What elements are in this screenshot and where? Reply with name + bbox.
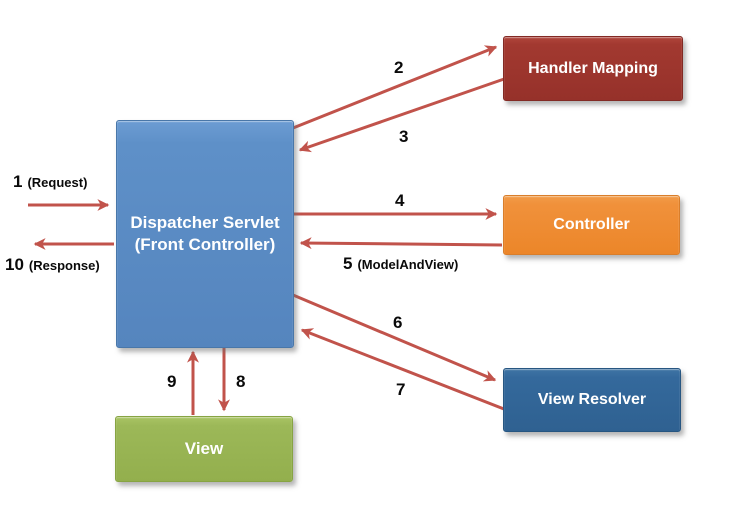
node-view: View — [115, 416, 293, 482]
label-step1-request: 1 (Request) — [13, 172, 87, 192]
node-controller: Controller — [503, 195, 680, 255]
label-step7: 7 — [396, 380, 405, 400]
label-step9: 9 — [167, 372, 176, 392]
label-step4: 4 — [395, 191, 404, 211]
label-step6: 6 — [393, 313, 402, 333]
label-step2: 2 — [394, 58, 403, 78]
label-step10-response: 10 (Response) — [5, 255, 100, 275]
step5-number: 5 — [343, 254, 353, 273]
label-step3: 3 — [399, 127, 408, 147]
step3-number: 3 — [399, 127, 409, 146]
step5-note: (ModelAndView) — [357, 257, 459, 272]
label-step8: 8 — [236, 372, 245, 392]
node-view-resolver: View Resolver — [503, 368, 681, 432]
label-step5-modelandview: 5 (ModelAndView) — [343, 254, 458, 274]
step9-number: 9 — [167, 372, 177, 391]
arrow-step7-from-view-resolver — [300, 328, 510, 413]
controller-label: Controller — [553, 216, 630, 233]
step1-number: 1 — [13, 172, 23, 191]
step1-note: (Request) — [27, 175, 88, 190]
step2-number: 2 — [394, 58, 404, 77]
step6-number: 6 — [393, 313, 403, 332]
step8-number: 8 — [236, 372, 246, 391]
arrow-step6-to-view-resolver — [292, 293, 497, 382]
step7-number: 7 — [396, 380, 406, 399]
view-label: View — [184, 439, 224, 458]
node-dispatcher-servlet: Dispatcher Servlet (Front Controller) — [116, 120, 294, 348]
arrow-step5-from-controller — [299, 237, 503, 250]
step10-note: (Response) — [28, 258, 100, 273]
handler-mapping-label: Handler Mapping — [528, 59, 658, 77]
step10-number: 10 — [5, 255, 24, 274]
view-resolver-label: View Resolver — [537, 391, 647, 408]
dispatcher-label-line1: Dispatcher Servlet — [130, 212, 280, 232]
node-handler-mapping: Handler Mapping — [503, 36, 683, 101]
dispatcher-label-line2: (Front Controller) — [134, 235, 276, 254]
step4-number: 4 — [395, 191, 405, 210]
